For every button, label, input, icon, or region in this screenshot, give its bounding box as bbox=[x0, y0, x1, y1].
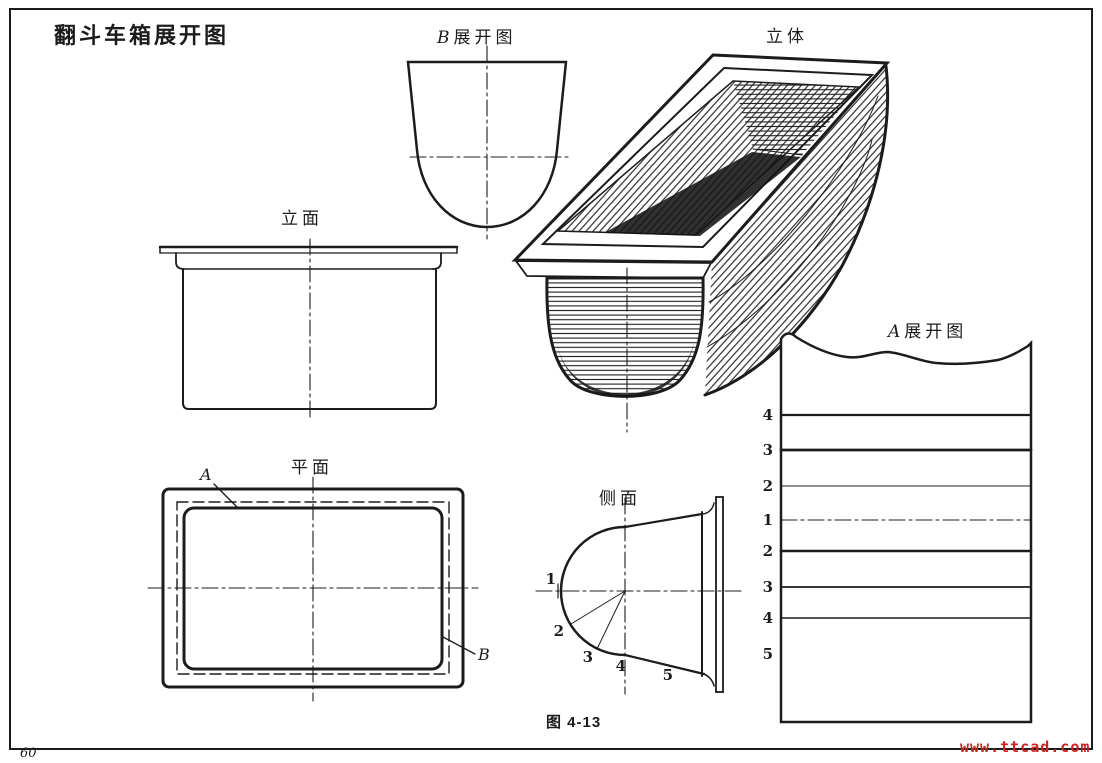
solid-view-label: 立体 bbox=[766, 27, 808, 46]
side-point-1: 1 bbox=[545, 570, 556, 588]
page-title: 翻斗车箱展开图 bbox=[54, 23, 230, 48]
adev-line-3-upper: 3 bbox=[762, 441, 773, 459]
b-development-drawing bbox=[406, 45, 571, 240]
adev-line-5: 5 bbox=[762, 645, 773, 663]
sheet-border bbox=[9, 8, 1093, 750]
watermark: www.ttcad.com bbox=[960, 738, 1091, 756]
side-view-drawing bbox=[535, 496, 745, 695]
side-point-2: 2 bbox=[553, 622, 564, 640]
page-number: 60 bbox=[20, 746, 37, 761]
adev-line-2-upper: 2 bbox=[762, 477, 773, 495]
b-development-letter: B bbox=[437, 28, 450, 48]
side-point-4: 4 bbox=[615, 657, 626, 675]
a-development-letter: A bbox=[888, 322, 901, 342]
elevation-drawing bbox=[158, 238, 459, 419]
plan-drawing bbox=[147, 476, 479, 702]
figure-caption: 图 4-13 bbox=[546, 714, 602, 731]
plan-label: 平面 bbox=[291, 458, 333, 477]
a-development-drawing bbox=[779, 332, 1033, 724]
plan-label-a: A bbox=[200, 465, 212, 484]
side-point-5: 5 bbox=[662, 666, 673, 684]
side-point-3: 3 bbox=[582, 648, 593, 666]
adev-line-1: 1 bbox=[762, 511, 773, 529]
side-view-label: 侧面 bbox=[599, 489, 641, 508]
adev-line-4-upper: 4 bbox=[762, 406, 773, 424]
adev-line-4-lower: 4 bbox=[762, 609, 773, 627]
elevation-label: 立面 bbox=[281, 209, 323, 228]
adev-line-3-lower: 3 bbox=[762, 578, 773, 596]
adev-line-2-lower: 2 bbox=[762, 542, 773, 560]
plan-label-b: B bbox=[478, 645, 490, 664]
solid-view-drawing bbox=[511, 53, 891, 433]
